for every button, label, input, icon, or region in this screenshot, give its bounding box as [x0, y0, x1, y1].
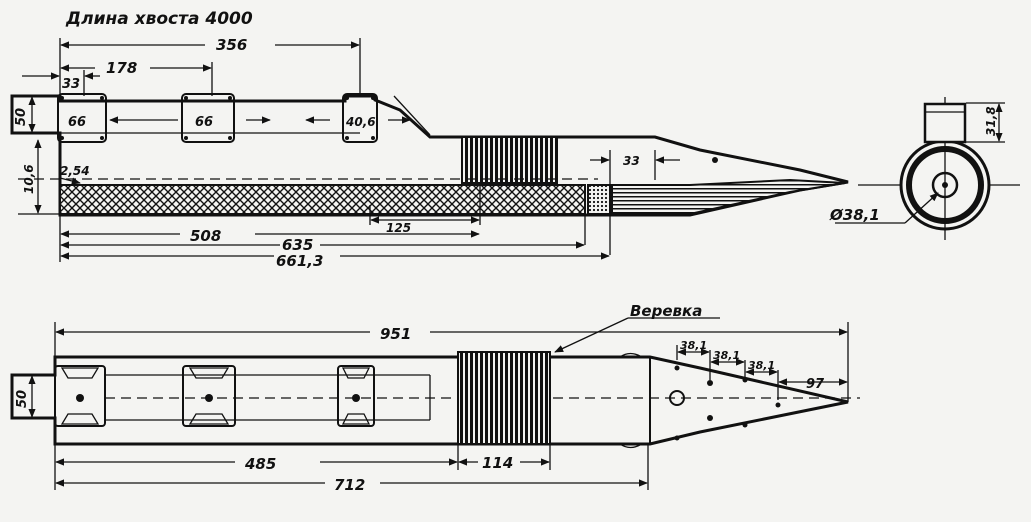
dim-66-a: 66 — [68, 115, 86, 130]
dim-508: 508 — [190, 227, 221, 245]
dim-10-6: 10,6 — [22, 164, 36, 194]
clamp-1 — [57, 93, 107, 143]
dim-125: 125 — [386, 221, 411, 235]
clamp-2 — [181, 93, 235, 143]
crosshatch-strip — [59, 184, 586, 215]
dim-661-3: 661,3 — [276, 252, 323, 270]
dim-951: 951 — [380, 325, 411, 343]
dim-485: 485 — [244, 455, 276, 473]
dotted-band — [587, 184, 611, 215]
dim-38-1-c: 38,1 — [748, 359, 775, 372]
clamp-b1 — [54, 365, 106, 427]
section-view: 31,8 Ø38,1 — [829, 97, 1020, 240]
dim-31-8: 31,8 — [984, 106, 998, 136]
dim-40-6: 40,6 — [345, 115, 376, 129]
rope-wrap-band — [461, 136, 558, 184]
dim-712: 712 — [334, 476, 365, 494]
rope-band-bottom — [457, 351, 551, 445]
dim-97: 97 — [806, 377, 825, 392]
dim-50-bottom: 50 — [15, 390, 30, 408]
dim-50-top: 50 — [14, 108, 29, 126]
dim-33-top: 33 — [62, 77, 80, 92]
clamp-b3 — [337, 365, 375, 427]
plank-outline-bottom — [10, 355, 849, 446]
dim-2-54: 2,54 — [60, 164, 90, 178]
dim-33-right: 33 — [623, 154, 640, 168]
dim-diameter: Ø38,1 — [829, 206, 880, 224]
rope-label: Веревка — [630, 302, 702, 320]
dim-66-b: 66 — [195, 115, 213, 130]
section-block — [923, 102, 967, 144]
dim-356: 356 — [216, 36, 247, 54]
bottom-view: Веревка 951 50 38,1 38,1 38,1 97 485 — [10, 302, 860, 494]
dim-635: 635 — [282, 236, 313, 254]
dim-178: 178 — [106, 59, 137, 77]
dim-38-1-a: 38,1 — [680, 339, 707, 352]
clamp-b2 — [182, 365, 236, 427]
dim-114: 114 — [482, 454, 513, 472]
tip-hatching — [611, 178, 846, 215]
dim-38-1-b: 38,1 — [713, 349, 740, 362]
top-view: 356 178 33 50 10,6 2,54 66 66 40,6 33 — [10, 36, 849, 270]
drawing-title: Длина хвоста 4000 — [65, 9, 253, 29]
